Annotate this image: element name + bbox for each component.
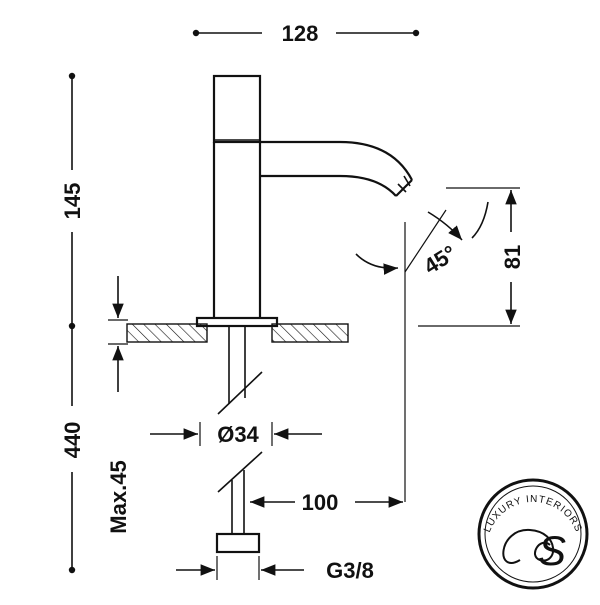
- countertop: [126, 323, 349, 343]
- width-dimension: 128: [192, 21, 420, 46]
- reach-label: 100: [302, 490, 339, 515]
- hole-diameter-dimension: Ø34: [150, 422, 322, 447]
- height-dimension: 145 440: [60, 72, 85, 574]
- angle-label: 45°: [419, 240, 460, 279]
- deck-thickness-dimension: Max.45: [106, 276, 131, 534]
- height-bottom-label: 440: [60, 422, 85, 459]
- thread-dimension: G3/8: [176, 556, 374, 583]
- thread-label: G3/8: [326, 558, 374, 583]
- brand-logo: LUXURY INTERIORS S: [477, 478, 589, 590]
- angle-dimension: 45°: [355, 201, 489, 279]
- reach-dimension: 100: [249, 222, 406, 515]
- spout-height-label: 81: [500, 245, 525, 269]
- hole-diameter-label: Ø34: [217, 422, 259, 447]
- max-deck-label: Max.45: [106, 460, 131, 533]
- supply-line: [215, 326, 263, 554]
- height-top-label: 145: [60, 183, 85, 220]
- logo-monogram: S: [538, 527, 566, 574]
- faucet-body: [195, 74, 413, 328]
- width-label: 128: [282, 21, 319, 46]
- spout-height-dimension: 81: [418, 187, 525, 327]
